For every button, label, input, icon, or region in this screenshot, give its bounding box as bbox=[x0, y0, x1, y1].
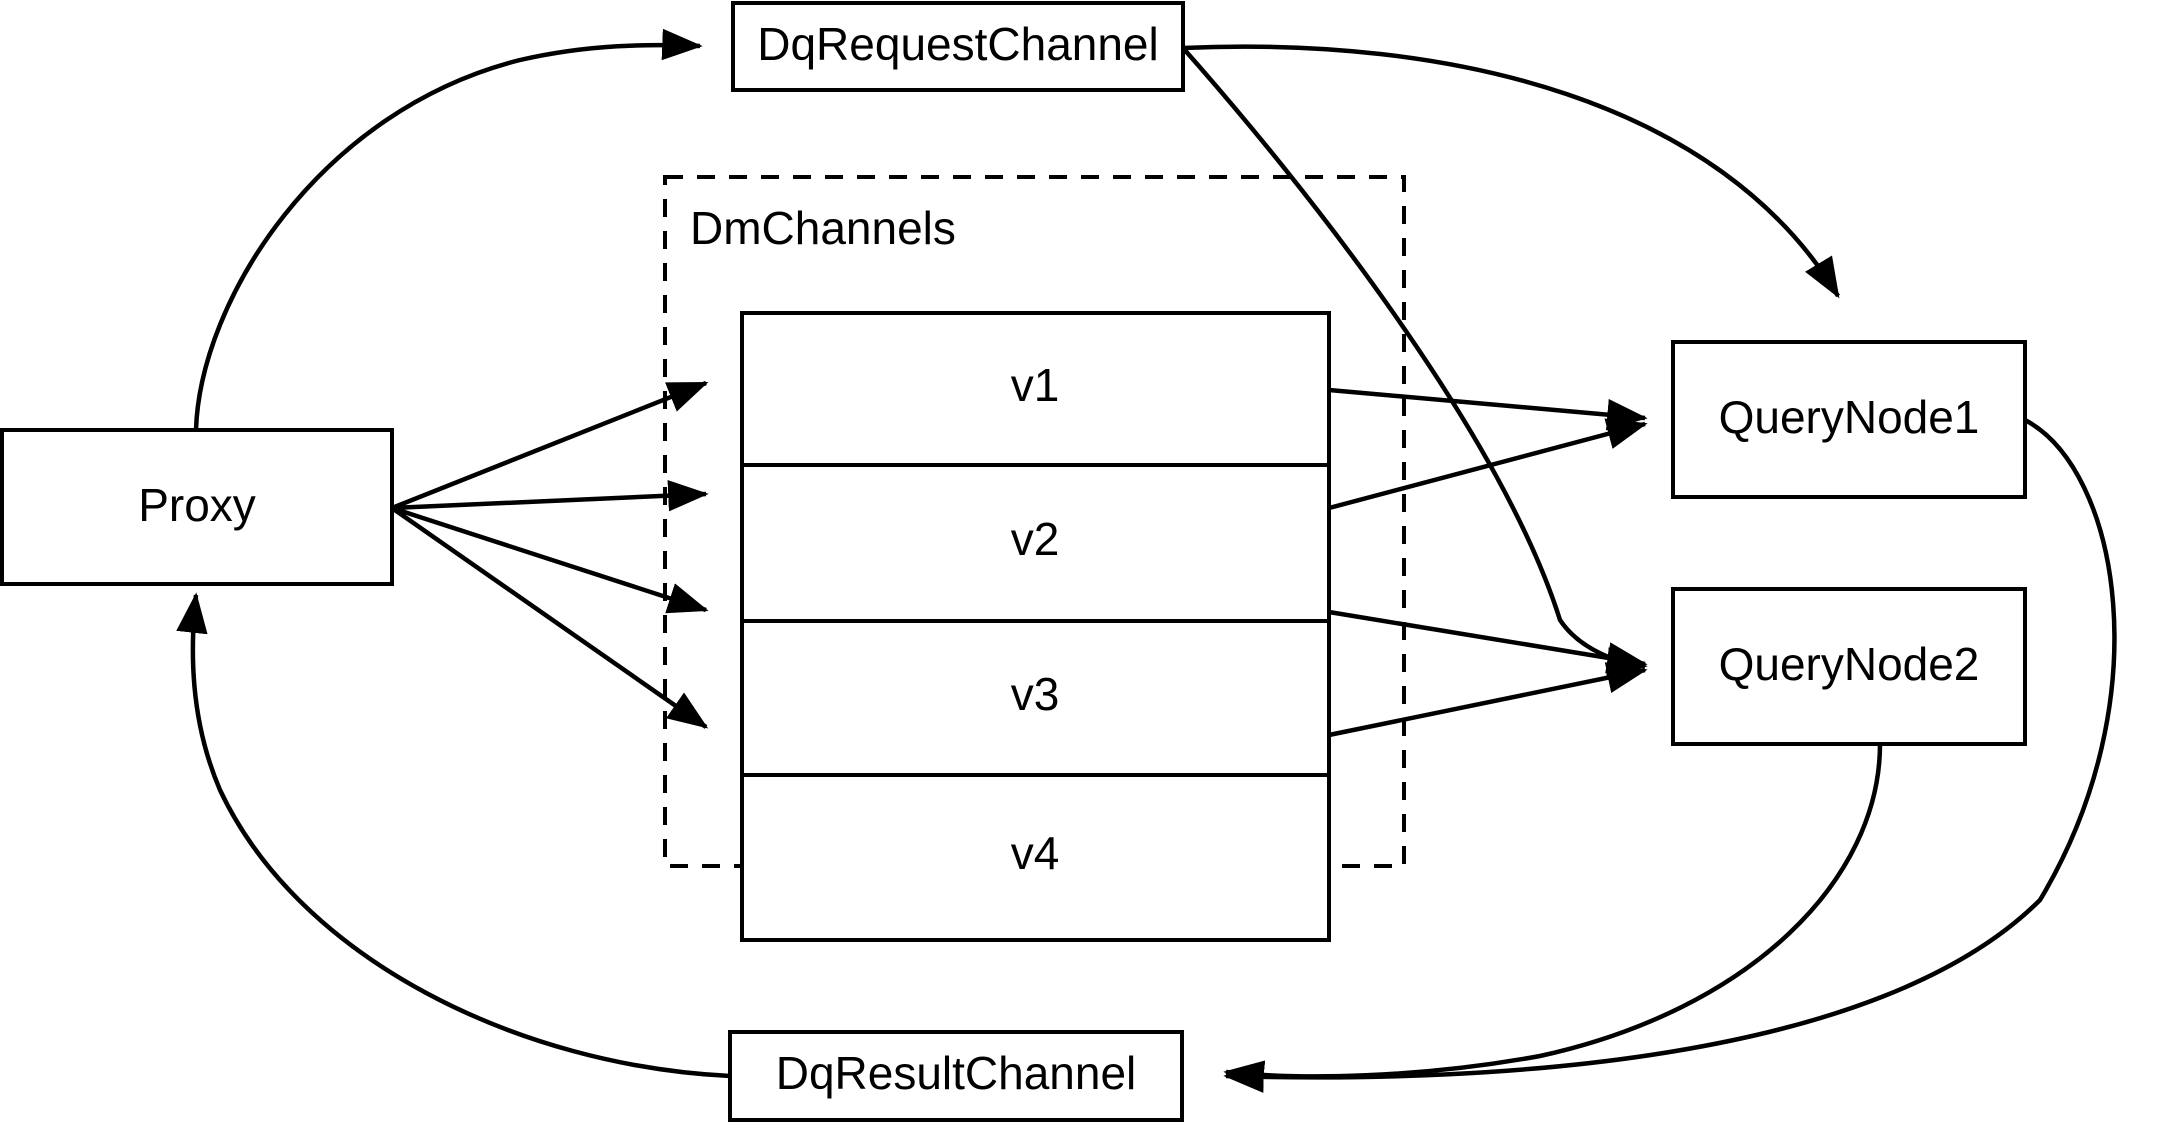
channel-row-v2-label: v2 bbox=[1011, 513, 1060, 565]
node-dq-result-channel-label: DqResultChannel bbox=[776, 1047, 1137, 1099]
channel-row-v1-label: v1 bbox=[1011, 359, 1060, 411]
node-dq-request-channel[interactable]: DqRequestChannel bbox=[731, 1, 1185, 92]
channel-stack-box bbox=[740, 311, 1331, 942]
channel-stack: v1 v2 v3 v4 bbox=[740, 311, 1331, 942]
edge-query-node-1-to-dq-result-channel bbox=[1223, 418, 2117, 1093]
edge-dq-request-channel-to-query-node-1 bbox=[1182, 44, 1840, 299]
node-dq-result-channel-box[interactable] bbox=[728, 1030, 1184, 1122]
node-dq-request-channel-label: DqRequestChannel bbox=[757, 18, 1159, 70]
node-proxy[interactable]: Proxy bbox=[0, 428, 394, 586]
node-query-node-2-box[interactable] bbox=[1671, 587, 2027, 746]
node-dq-request-channel-box[interactable] bbox=[731, 1, 1185, 92]
node-proxy-box[interactable] bbox=[0, 428, 394, 586]
node-query-node-1[interactable]: QueryNode1 bbox=[1671, 340, 2027, 499]
edge-proxy-to-dq-request-channel bbox=[193, 28, 703, 431]
edge-v1-to-query-node-1 bbox=[1328, 387, 1648, 431]
edge-dq-result-channel-to-proxy bbox=[176, 592, 731, 1079]
node-query-node-1-label: QueryNode1 bbox=[1719, 391, 1980, 443]
node-dq-result-channel[interactable]: DqResultChannel bbox=[728, 1030, 1184, 1122]
edge-proxy-to-v4 bbox=[390, 506, 709, 729]
edge-v2-to-query-node-1 bbox=[1328, 418, 1648, 511]
dm-channels-group-label: DmChannels bbox=[690, 202, 956, 254]
node-proxy-label: Proxy bbox=[138, 479, 256, 531]
edge-proxy-to-v2 bbox=[391, 479, 709, 512]
edge-v4-to-query-node-2 bbox=[1328, 662, 1648, 738]
channel-row-v4-label: v4 bbox=[1011, 827, 1060, 879]
node-query-node-2-label: QueryNode2 bbox=[1719, 638, 1980, 690]
edge-proxy-to-v1 bbox=[391, 380, 709, 511]
node-query-node-2[interactable]: QueryNode2 bbox=[1671, 587, 2027, 746]
channel-row-v3-label: v3 bbox=[1011, 668, 1060, 720]
node-query-node-1-box[interactable] bbox=[1671, 340, 2027, 499]
edge-query-node-2-to-dq-result-channel bbox=[1223, 743, 1883, 1092]
edge-proxy-to-v3 bbox=[391, 505, 709, 614]
edge-v3-to-query-node-2 bbox=[1328, 609, 1648, 674]
